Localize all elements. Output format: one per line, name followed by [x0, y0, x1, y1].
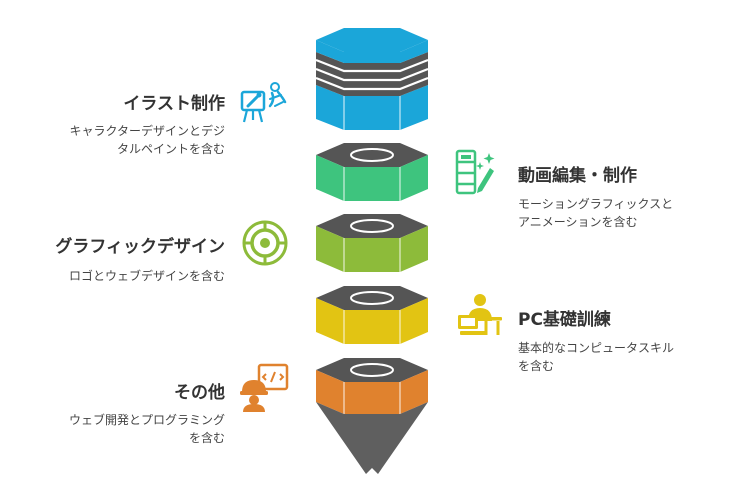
segment-pc-top [316, 286, 428, 310]
item-desc-illustration: キャラクターデザインとデジ タルペイントを含む [69, 124, 225, 156]
segment-video [316, 143, 428, 201]
pencil-tip [316, 402, 428, 474]
segment-illustration [315, 28, 429, 130]
web-developer-icon [240, 363, 289, 412]
item-title-illustration: イラスト制作 [123, 94, 225, 114]
item-title-graphic: グラフィックデザイン [55, 237, 225, 257]
computer-training-icon [458, 294, 502, 335]
item-desc-pc: 基本的なコンピュータスキル を含む [518, 341, 675, 373]
segment-illustration-top [316, 28, 428, 52]
item-title-other: その他 [174, 383, 225, 403]
segment-graphic-top [316, 214, 428, 238]
item-title-pc: PC基礎訓練 [518, 310, 611, 330]
item-title-video: 動画編集・制作 [518, 166, 637, 186]
segment-other [316, 358, 428, 474]
segment-other-top [316, 358, 428, 382]
item-desc-other: ウェブ開発とプログラミング を含む [68, 413, 225, 445]
segment-graphic [316, 214, 428, 272]
item-desc-graphic: ロゴとウェブデザインを含む [68, 269, 225, 283]
film-edit-icon [455, 149, 495, 195]
item-desc-video: モーショングラフィックスと アニメーションを含む [518, 197, 674, 229]
easel-paint-icon [240, 82, 287, 123]
segment-video-top [316, 143, 428, 167]
segment-pc [316, 286, 428, 344]
target-design-icon [242, 220, 288, 266]
